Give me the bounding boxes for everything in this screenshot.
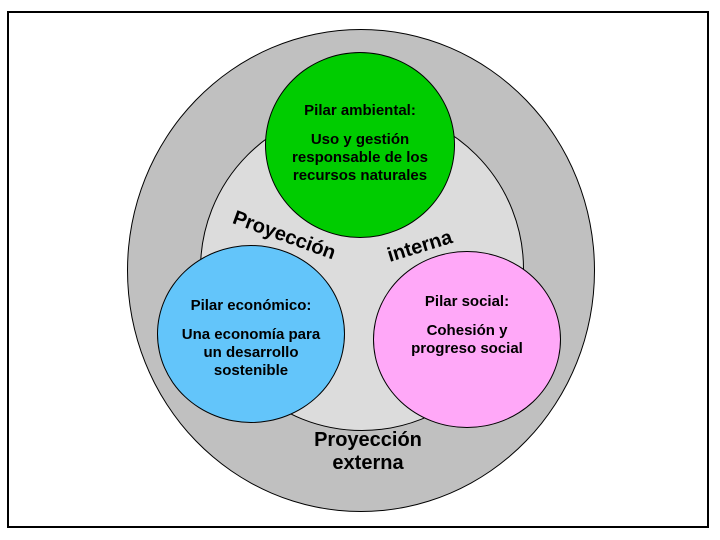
circle-pilar-social: Pilar social: Cohesión y progreso social	[373, 251, 561, 428]
pilar-social-line: Cohesión y	[426, 322, 508, 339]
pilar-ambiental-line: responsable de los	[292, 149, 428, 166]
pilar-social-title: Pilar social:	[424, 293, 510, 310]
label-proyeccion-externa-line2: externa	[332, 452, 404, 474]
pilar-social-line: progreso social	[411, 340, 523, 357]
pilar-economico-line: un desarrollo	[203, 344, 299, 361]
label-proyeccion-externa: Proyección externa	[268, 429, 468, 475]
pilar-economico-title: Pilar económico:	[190, 297, 312, 314]
circle-pilar-economico: Pilar económico: Una economía para un de…	[157, 245, 345, 423]
pilar-ambiental-line: Uso y gestión	[310, 131, 410, 148]
diagram-frame: Pilar ambiental: Uso y gestión responsab…	[7, 11, 709, 528]
pilar-economico-line: sostenible	[213, 362, 289, 379]
circle-pilar-ambiental: Pilar ambiental: Uso y gestión responsab…	[265, 52, 455, 238]
pilar-economico-text: Pilar económico: Una economía para un de…	[158, 297, 344, 380]
label-proyeccion-externa-line1: Proyección	[314, 429, 422, 451]
pilar-ambiental-line: recursos naturales	[292, 167, 428, 184]
pilar-social-text: Pilar social: Cohesión y progreso social	[374, 293, 560, 358]
pilar-economico-line: Una economía para	[181, 326, 321, 343]
pilar-ambiental-text: Pilar ambiental: Uso y gestión responsab…	[266, 102, 454, 185]
pilar-ambiental-title: Pilar ambiental:	[304, 102, 416, 119]
